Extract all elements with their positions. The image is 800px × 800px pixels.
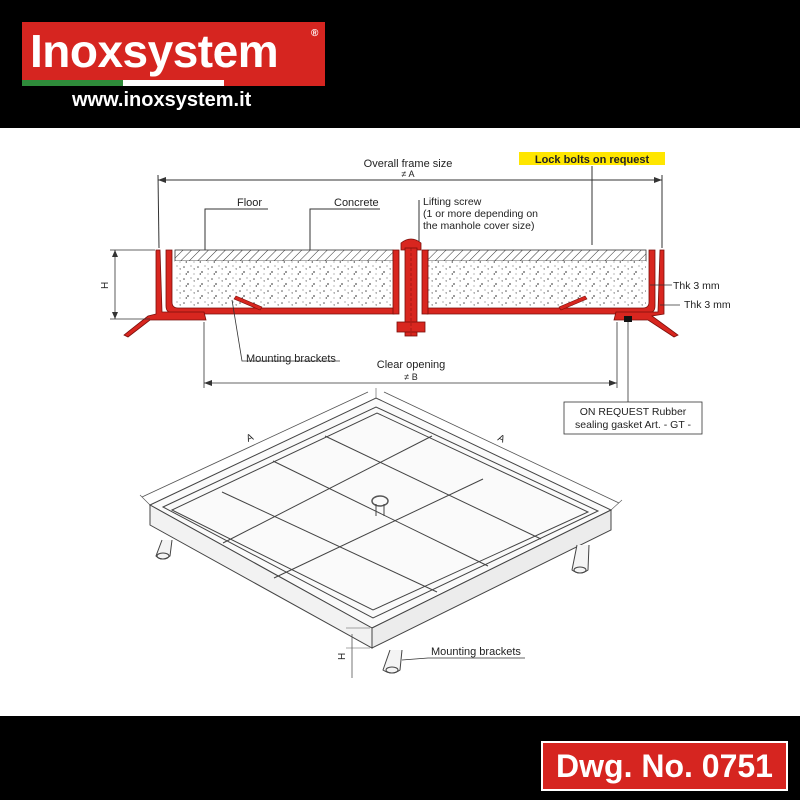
mounting-bracket-legs — [155, 539, 590, 674]
brand-name: Inoxsystem — [30, 25, 279, 77]
lifting-screw-note-1: (1 or more depending on — [423, 208, 538, 220]
website-url: www.inoxsystem.it — [72, 89, 252, 111]
mounting-brackets-label-iso: Mounting brackets — [431, 646, 521, 658]
lock-bolts-label: Lock bolts on request — [535, 154, 650, 166]
floor-label: Floor — [237, 197, 262, 209]
concrete-fill-right — [428, 261, 646, 307]
mounting-brackets-label-section: Mounting brackets — [246, 353, 336, 365]
drawing-number: Dwg. No. 0751 — [556, 748, 773, 784]
isometric-view — [139, 388, 623, 678]
iso-dimension-a-right: A — [496, 433, 507, 446]
gasket-label-2: sealing gasket Art. - GT - — [575, 419, 691, 431]
thickness-label-2: Thk 3 mm — [684, 299, 731, 311]
technical-drawing: Overall frame size ≠ A Lock bolts on req… — [100, 152, 731, 678]
iso-height-label: H — [337, 653, 348, 660]
concrete-fill-left — [175, 261, 393, 307]
concrete-label: Concrete — [334, 197, 379, 209]
drawing-number-badge: Dwg. No. 0751 — [541, 741, 788, 791]
iso-dimension-a-left: A — [245, 432, 256, 445]
thickness-label-1: Thk 3 mm — [673, 280, 720, 292]
outer-frame-right — [613, 249, 679, 338]
clear-opening-label: Clear opening — [377, 359, 446, 371]
brand-logo — [22, 22, 325, 80]
lock-bolts-highlight — [519, 152, 665, 165]
floor-finish-right — [427, 249, 647, 262]
dimension-b-symbol: ≠ B — [404, 372, 417, 382]
dimension-a-symbol: ≠ A — [402, 169, 415, 179]
floor-finish-left — [174, 249, 394, 262]
lifting-screw-note-2: the manhole cover size) — [423, 220, 534, 232]
overall-frame-size-label: Overall frame size — [364, 158, 453, 170]
gasket-callout-box — [563, 401, 703, 435]
section-view: Overall frame size ≠ A Lock bolts on req… — [100, 152, 731, 435]
height-label: H — [100, 282, 111, 289]
registered-mark: ® — [311, 28, 319, 39]
italian-flag-stripe — [22, 80, 325, 86]
gasket-label-1: ON REQUEST Rubber — [580, 406, 687, 418]
outer-frame-left — [123, 249, 207, 338]
lifting-screw-label: Lifting screw — [423, 196, 482, 208]
